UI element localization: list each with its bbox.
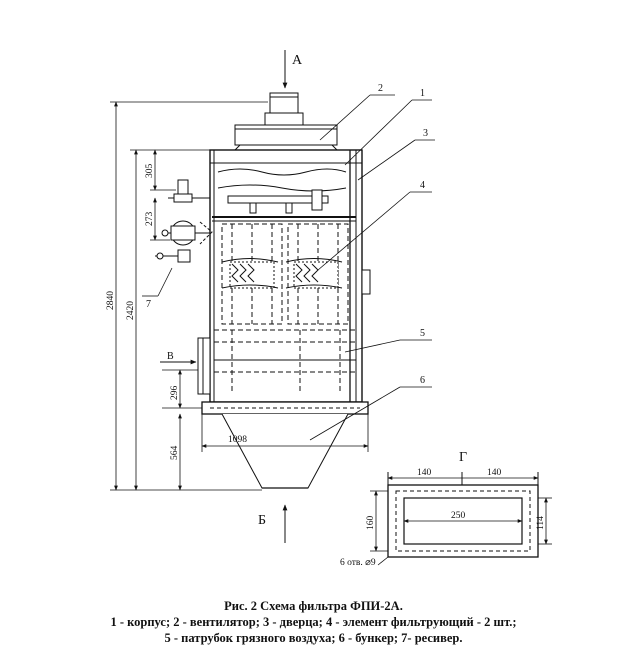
caption-line-2: 5 - патрубок грязного воздуха; 6 - бунке… [164,631,463,645]
caption-title: Рис. 2 Схема фильтра ФПИ-2А. [224,599,403,613]
callout-4: 4 [420,180,425,191]
callout-6: 6 [420,375,425,386]
dim-section-250: 250 [451,511,466,521]
section-view [370,472,552,566]
bunker [201,401,369,489]
dim-section-114: 114 [536,516,546,530]
callout-7: 7 [146,299,151,310]
view-label-a: А [292,53,303,68]
callout-1: 1 [420,88,425,99]
dim-section-holes: 6 отв. ⌀9 [340,558,376,568]
receiver [155,179,213,263]
callout-2: 2 [378,83,383,94]
view-label-g: Г [459,450,467,465]
dim-section-140a: 140 [417,468,432,478]
callout-leaders [142,94,435,441]
lower-body [214,329,356,392]
dim-296: 296 [170,386,180,401]
dirty-air-inlet [160,337,211,395]
dim-564: 564 [170,446,180,461]
dim-section-140b: 140 [487,468,502,478]
figure-caption: Рис. 2 Схема фильтра ФПИ-2А. 1 - корпус;… [0,598,627,646]
dim-305: 305 [145,164,155,179]
callout-5: 5 [420,328,425,339]
dim-1098: 1098 [228,435,247,445]
caption-line-1: 1 - корпус; 2 - вентилятор; 3 - дверца; … [110,615,517,629]
dim-2420: 2420 [126,301,136,320]
view-label-v: В [167,351,174,362]
door-handle [361,269,371,295]
callout-3: 3 [423,128,428,139]
view-label-b: Б [258,513,266,528]
fan-unit [234,92,338,151]
dim-2840: 2840 [106,291,116,310]
filter-cutaway [221,258,343,289]
dim-273: 273 [145,212,155,227]
dimension-lines [110,101,369,491]
dim-section-160: 160 [366,516,376,531]
